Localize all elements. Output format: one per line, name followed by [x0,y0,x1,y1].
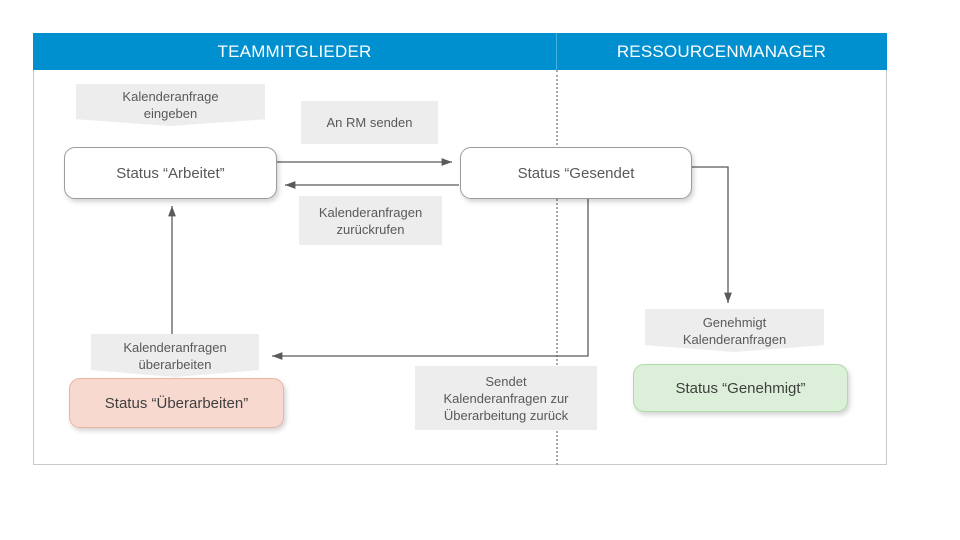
status-box-gesendet[interactable]: Status “Gesendet [460,147,692,199]
banner-an-rm-senden: An RM senden [301,101,438,144]
banner-text: Kalenderanfragen überarbeiten [123,339,226,373]
banner-line-2: Kalenderanfragen [682,331,787,347]
banner-line-1: Kalenderanfrage [122,89,219,104]
banner-line-1: Kalenderanfragen [123,339,227,355]
banner-line-2: eingeben [143,106,198,121]
banner-line-2: zurückrufen [336,221,405,237]
banner-line-1: An RM senden [326,115,413,130]
banner-line-1: Sendet [485,373,527,389]
banner-genehmigt-kalenderanfragen: Genehmigt Kalenderanfragen [645,309,824,352]
banner-text: An RM senden [327,114,413,131]
lane-header-teammitglieder: TEAMMITGLIEDER [217,42,372,61]
banner-text: Genehmigt Kalenderanfragen [683,314,786,348]
banner-kalenderanfrage-eingeben: Kalenderanfrage eingeben [76,84,265,126]
swimlane-header-band: TEAMMITGLIEDER RESSOURCENMANAGER [33,33,887,70]
banner-sendet-kalenderanfragen-zurueck: Sendet Kalenderanfragen zur Überarbeitun… [415,366,597,430]
banner-line-1: Kalenderanfragen [318,204,423,220]
banner-text: Kalenderanfrage eingeben [122,88,218,122]
lane-header-ressourcenmanager: RESSOURCENMANAGER [616,42,827,61]
banner-line-2: Kalenderanfragen zur [443,390,569,406]
banner-line-2: überarbeiten [138,356,212,372]
header-divider [556,33,557,70]
status-box-genehmigt[interactable]: Status “Genehmigt” [633,364,848,412]
banner-line-1: Genehmigt [702,314,767,330]
banner-text: Kalenderanfragen zurückrufen [319,204,422,238]
banner-kalenderanfragen-zurueckrufen: Kalenderanfragen zurückrufen [299,196,442,245]
banner-line-3: Überarbeitung zurück [443,407,569,423]
banner-text: Sendet Kalenderanfragen zur Überarbeitun… [443,373,568,424]
status-box-ueberarbeiten[interactable]: Status “Überarbeiten” [69,378,284,428]
banner-kalenderanfragen-ueberarbeiten: Kalenderanfragen überarbeiten [91,334,259,377]
status-box-arbeitet[interactable]: Status “Arbeitet” [64,147,277,199]
